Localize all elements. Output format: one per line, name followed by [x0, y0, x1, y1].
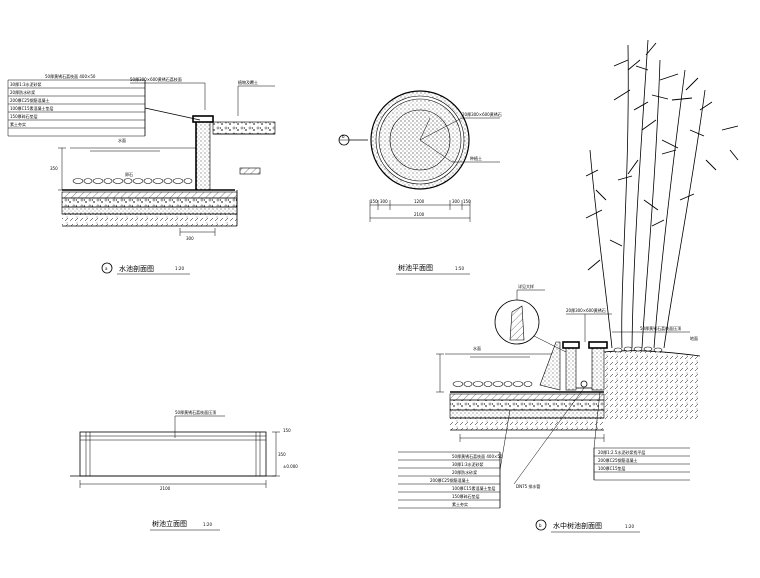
- section-b-callout-4: 100厚C15素混凝土垫层: [452, 485, 496, 491]
- section-b-pebbles: [452, 381, 533, 387]
- section-b-index: b: [539, 523, 542, 528]
- section-b-ground: 地面: [690, 335, 698, 341]
- section-a-callout-5: 150厚碎石垫层: [10, 113, 38, 119]
- elevation-title: 树池立面图: [152, 519, 187, 528]
- plan-drawing: 20厚300×600黄锈石 种植土 b 150 300 1200 300 150…: [338, 90, 502, 275]
- plan-edge-note: 20厚300×600黄锈石: [462, 111, 502, 117]
- plan-dim-total: 2100: [414, 212, 425, 217]
- section-b-water-note: 水面: [473, 345, 481, 351]
- bamboo-illustration: [585, 39, 739, 349]
- section-b-detail-note: 详见大样: [518, 283, 534, 289]
- section-b-callout-table: 50厚黄锈石荔枝面 400×50 30厚1:3水泥砂浆 20厚防水砂浆 200厚…: [398, 409, 511, 509]
- section-b-callout-5: 150厚碎石垫层: [452, 493, 480, 499]
- plan-scale: 1:50: [455, 266, 464, 271]
- section-a-callout-4: 100厚C15素混凝土垫层: [10, 105, 54, 111]
- section-a-callout-0: 50厚黄锈石荔枝面 400×50: [45, 73, 96, 79]
- plan-dim-0: 150: [370, 199, 378, 204]
- elevation-h2: 150: [283, 428, 291, 433]
- elevation-scale: 1:20: [203, 522, 212, 527]
- section-b-ground-stones: [613, 346, 663, 353]
- elevation-body: [79, 431, 267, 477]
- plan-dim-2: 1200: [414, 199, 425, 204]
- section-b-callout-3: 200厚C25钢筋混凝土: [430, 477, 470, 483]
- section-b-callout-2: 20厚防水砂浆: [452, 469, 477, 475]
- plan-title: 树池平面图: [398, 263, 433, 272]
- section-b-title: 水中树池剖面图: [553, 521, 602, 530]
- section-b-callout-6: 素土夯实: [452, 501, 468, 507]
- elevation-drawing: 50厚黄锈石荔枝面压顶 2100 350 150 ±0.000 树池立面图 1:…: [70, 409, 298, 531]
- plan-section-marker: b: [342, 134, 345, 139]
- section-a-pebble-note: 卵石: [125, 171, 133, 177]
- section-b-scale: 1:20: [625, 524, 634, 529]
- section-b-top-note: 20厚300×600黄锈石: [566, 307, 606, 313]
- elevation-level: ±0.000: [283, 464, 298, 469]
- section-a-title: 水池剖面图: [119, 264, 154, 273]
- elevation-h1: 350: [278, 452, 286, 457]
- section-a-callout-6: 素土夯实: [10, 121, 26, 127]
- plan-center-note: 种植土: [470, 155, 482, 161]
- elevation-top-note: 50厚黄锈石荔枝面压顶: [175, 409, 216, 415]
- section-b-drawing: 详见大样 20厚300×600黄锈石 50厚黄锈石荔枝面压顶 地面 水面: [398, 39, 739, 533]
- section-a-top-note: 50厚300×600黄锈石荔枝面: [130, 76, 182, 82]
- section-b-callout-1: 30厚1:3水泥砂浆: [452, 461, 484, 467]
- section-a-callout-3: 200厚C25钢筋混凝土: [10, 97, 50, 103]
- section-b-right-table: 20厚1:2.5水泥砂浆找平层 200厚C25钢筋混凝土 100厚C15垫层: [593, 391, 690, 481]
- section-a-scale: 1:20: [175, 266, 184, 271]
- section-b-callout-0: 50厚黄锈石荔枝面 400×50: [452, 453, 503, 459]
- section-a-pebbles: [72, 178, 193, 184]
- section-b-right-note-1: 20厚1:2.5水泥砂浆找平层: [598, 449, 645, 455]
- section-a-callout-2: 20厚防水砂浆: [10, 89, 35, 95]
- section-a-right-note: 植物及覆土: [238, 79, 258, 85]
- section-b-right-top: 50厚黄锈石荔枝面压顶: [640, 325, 681, 331]
- plan-dim-4: 150: [463, 199, 471, 204]
- section-b-right-note-2: 200厚C25钢筋混凝土: [598, 457, 638, 463]
- section-b-right-note-3: 100厚C15垫层: [598, 465, 626, 471]
- section-a-index-circle: [101, 262, 113, 274]
- section-a-index: a: [105, 266, 108, 271]
- elevation-length: 2100: [160, 486, 171, 491]
- plan-dim-1: 300: [380, 199, 388, 204]
- section-a-dim-base: 300: [186, 236, 194, 241]
- section-b-pipe-note: DN75 排水管: [516, 483, 540, 489]
- section-a-callout-1: 30厚1:3水泥砂浆: [10, 81, 42, 87]
- section-a-dim-height: 350: [50, 166, 58, 171]
- section-a-drawing: 50厚黄锈石荔枝面 400×50 30厚1:3水泥砂浆 20厚防水砂浆 200厚…: [7, 73, 276, 275]
- section-b-index-circle: [535, 519, 547, 531]
- section-a-callout-table: 50厚黄锈石荔枝面 400×50 30厚1:3水泥砂浆 20厚防水砂浆 200厚…: [7, 73, 201, 137]
- plan-dim-3: 300: [452, 199, 460, 204]
- section-a-water-note: 水面: [118, 137, 126, 143]
